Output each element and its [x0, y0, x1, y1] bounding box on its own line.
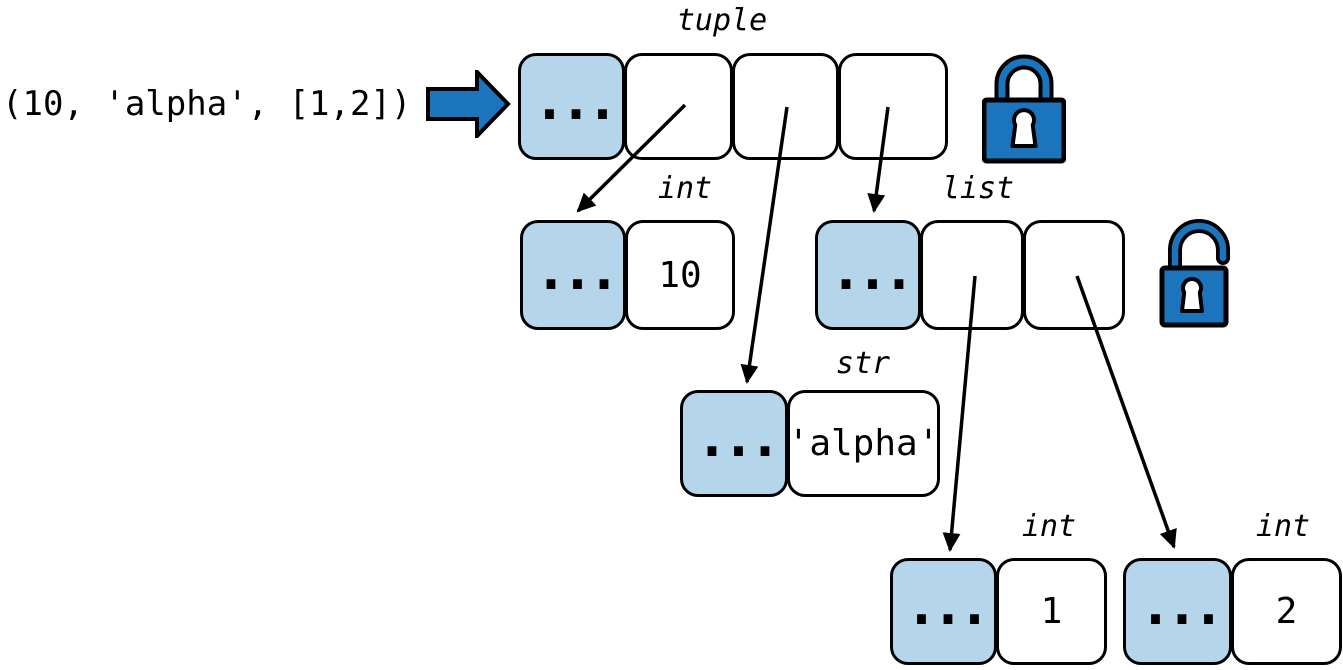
int1-type-label: int — [1021, 509, 1077, 544]
int10-header-cell: ... — [520, 220, 626, 330]
int2-header-cell: ... — [1123, 558, 1232, 665]
int1-header-cell: ... — [890, 558, 997, 665]
int10-header-dots: ... — [534, 239, 621, 302]
list-type-label: list — [941, 171, 1015, 206]
str-value: 'alpha' — [787, 423, 940, 464]
int2-value-cell: 2 — [1231, 558, 1342, 665]
int1-value: 1 — [1040, 591, 1063, 632]
list-header-dots: ... — [829, 239, 916, 302]
str-type-label: str — [835, 346, 891, 381]
int1-value-cell: 1 — [996, 558, 1107, 665]
int10-value: 10 — [658, 254, 702, 296]
str-header-cell: ... — [680, 390, 788, 497]
unlocked-padlock-icon — [1159, 219, 1230, 328]
int1-header-dots: ... — [905, 574, 991, 637]
tuple-type-label: tuple — [676, 3, 768, 38]
int10-value-cell: 10 — [625, 220, 735, 330]
tuple-item-cell-2 — [838, 53, 948, 160]
int2-header-dots: ... — [1139, 574, 1225, 637]
tuple-header-cell: ... — [518, 53, 625, 160]
str-value-cell: 'alpha' — [787, 390, 940, 497]
int10-type-label: int — [657, 171, 713, 206]
list-item-cell-1 — [1023, 220, 1125, 330]
list-item-cell-0 — [920, 220, 1024, 330]
tuple-item-cell-0 — [624, 53, 733, 160]
block-arrow-icon — [426, 70, 511, 138]
locked-padlock-icon — [982, 54, 1066, 164]
list-header-cell: ... — [815, 220, 921, 330]
tuple-header-dots: ... — [533, 69, 619, 132]
tuple-literal-text: (10, 'alpha', [1,2]) — [2, 84, 412, 124]
tuple-item-cell-1 — [732, 53, 839, 160]
str-header-dots: ... — [695, 406, 782, 469]
int2-value: 2 — [1275, 591, 1298, 632]
int2-type-label: int — [1255, 509, 1311, 544]
